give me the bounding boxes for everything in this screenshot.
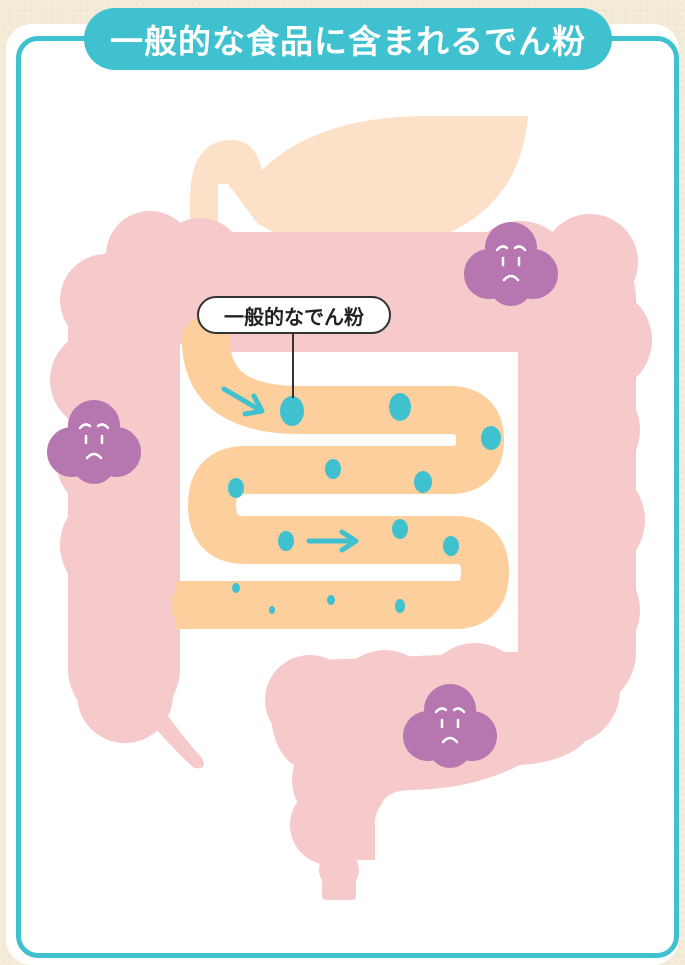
starch-particle-icon [327, 595, 335, 605]
starch-particle-icon [414, 471, 432, 493]
starch-particle-icon [278, 531, 294, 551]
starch-particle-icon [481, 426, 501, 450]
title-banner: 一般的な食品に含まれるでん粉 [84, 8, 612, 70]
starch-particle-icon [269, 606, 275, 614]
starch-particle-icon [228, 478, 244, 498]
callout-label: 一般的なでん粉 [197, 296, 391, 334]
starch-particle-icon [443, 536, 459, 556]
starch-particle-icon [395, 599, 405, 613]
starch-particle-icon [325, 459, 341, 479]
page-title: 一般的な食品に含まれるでん粉 [110, 15, 586, 63]
starch-particle-icon [389, 393, 411, 421]
starch-particle-icon [392, 519, 408, 539]
starch-particle-icon [232, 583, 240, 593]
starch-particle-icon [280, 396, 304, 426]
callout-text: 一般的なでん粉 [224, 301, 364, 330]
small-intestine-icon [175, 340, 485, 629]
